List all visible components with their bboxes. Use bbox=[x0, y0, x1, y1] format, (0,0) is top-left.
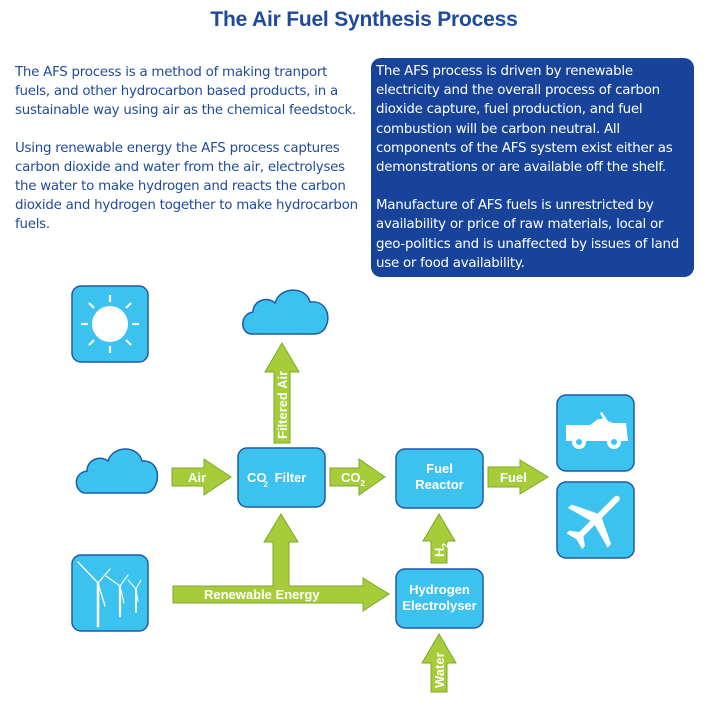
intro-text: The AFS process is a method of making tr… bbox=[15, 63, 365, 234]
sun-icon bbox=[71, 285, 149, 363]
callout-paragraph: The AFS process is driven by renewable e… bbox=[376, 64, 673, 176]
electrolyser-label-line1: Hydrogen bbox=[409, 582, 470, 597]
water-arrow: Water bbox=[421, 633, 457, 693]
intro-paragraph: Using renewable energy the AFS process c… bbox=[15, 141, 358, 232]
air-arrow: Air bbox=[171, 458, 232, 496]
callout-box: The AFS process is driven by renewable e… bbox=[371, 58, 694, 277]
fuel-reactor-box: Fuel Reactor bbox=[395, 448, 484, 509]
co2-filter-label: CO2 Filter bbox=[247, 470, 306, 489]
wind-turbine-icon bbox=[71, 554, 149, 632]
airplane-icon bbox=[556, 481, 635, 559]
co2-arrow-label: CO2 bbox=[341, 470, 366, 488]
page-title: The Air Fuel Synthesis Process bbox=[210, 8, 518, 31]
hydrogen-electrolyser-box: Hydrogen Electrolyser bbox=[395, 568, 484, 629]
renewable-energy-arrow: Renewable Energy bbox=[172, 513, 390, 612]
cloud-icon bbox=[242, 289, 329, 335]
co2-arrow: CO2 bbox=[329, 458, 386, 496]
air-label: Air bbox=[188, 470, 206, 485]
electrolyser-label-line2: Electrolyser bbox=[402, 598, 476, 613]
cloud-icon bbox=[75, 448, 159, 494]
h2-label: H2 bbox=[432, 543, 450, 557]
water-label: Water bbox=[432, 652, 447, 688]
co2-filter-box: CO2 Filter bbox=[237, 447, 326, 508]
fuel-reactor-label-line2: Reactor bbox=[415, 477, 463, 492]
filtered-air-arrow: Filtered Air bbox=[264, 342, 300, 444]
callout-paragraph: Manufacture of AFS fuels is unrestricted… bbox=[376, 198, 679, 271]
fuel-arrow: Fuel bbox=[487, 459, 549, 495]
intro-paragraph: The AFS process is a method of making tr… bbox=[15, 65, 357, 118]
fuel-arrow-label: Fuel bbox=[500, 470, 527, 485]
h2-arrow: H2 bbox=[422, 513, 456, 564]
renewable-energy-label: Renewable Energy bbox=[204, 587, 320, 602]
fuel-reactor-label-line1: Fuel bbox=[426, 461, 453, 476]
jeep-icon bbox=[556, 394, 635, 472]
filtered-air-label: Filtered Air bbox=[275, 371, 290, 439]
